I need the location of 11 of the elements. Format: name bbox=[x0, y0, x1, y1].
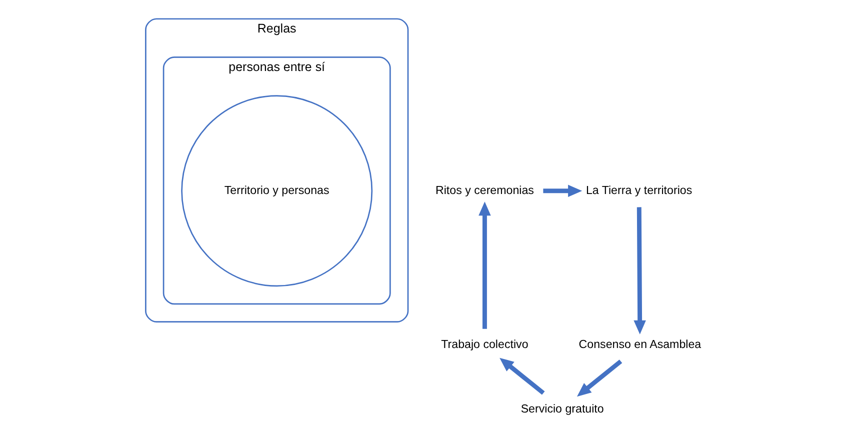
node-text: La Tierra y territorios bbox=[586, 184, 692, 197]
node-circle: Territorio y personas bbox=[181, 95, 373, 287]
node-text: Trabajo colectivo bbox=[441, 339, 528, 352]
arrow bbox=[478, 202, 491, 329]
node-text: Servicio gratuito bbox=[520, 403, 604, 416]
node-text: Consenso en Asamblea bbox=[578, 339, 702, 352]
arrow bbox=[634, 207, 646, 334]
node-text: Ritos y ceremonias bbox=[435, 184, 534, 197]
arrow bbox=[500, 358, 545, 395]
arrow bbox=[576, 360, 622, 397]
arrow bbox=[543, 184, 582, 197]
